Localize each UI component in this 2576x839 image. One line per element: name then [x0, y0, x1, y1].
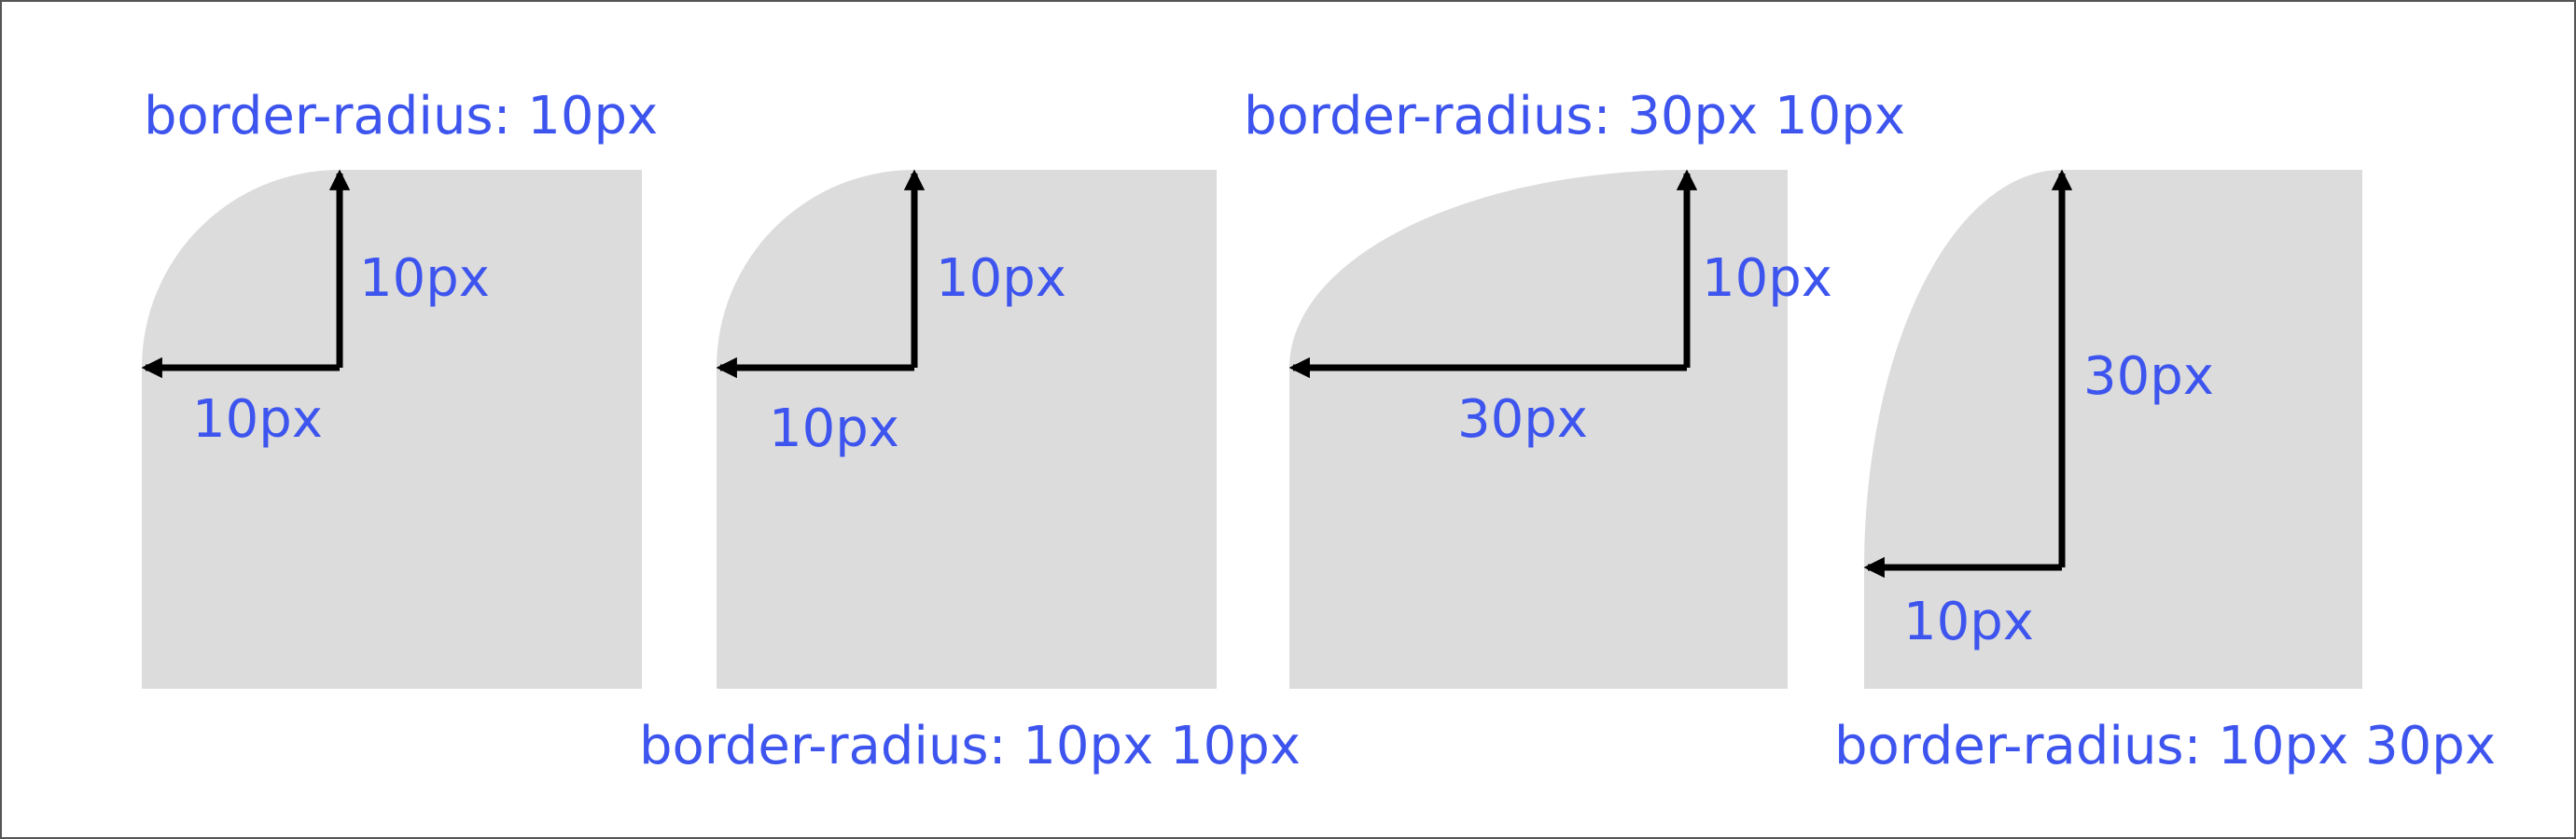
rounded-box-3	[1289, 170, 1788, 689]
caption-1: border-radius: 10px	[144, 86, 658, 147]
horizontal-radius-label-3: 30px	[1457, 389, 1588, 450]
caption-4: border-radius: 10px 30px	[1834, 716, 2496, 776]
vertical-radius-label-3: 10px	[1702, 248, 1832, 309]
caption-3: border-radius: 30px 10px	[1244, 86, 1905, 147]
horizontal-radius-label-4: 10px	[1903, 592, 2034, 652]
rounded-box-4	[1864, 170, 2362, 689]
panel-1: 10px 10px border-radius: 10px	[141, 86, 658, 689]
horizontal-radius-label-2: 10px	[769, 399, 899, 459]
vertical-radius-label-1: 10px	[359, 248, 490, 309]
horizontal-radius-label-1: 10px	[192, 389, 323, 450]
caption-2: border-radius: 10px 10px	[639, 716, 1301, 776]
panel-3: 10px 30px border-radius: 30px 10px	[1244, 86, 1905, 689]
rounded-box-2	[717, 170, 1217, 689]
panel-2: 10px 10px border-radius: 10px 10px	[639, 169, 1301, 776]
vertical-radius-label-4: 30px	[2083, 346, 2214, 407]
rounded-box-1	[142, 170, 642, 689]
panel-4: 30px 10px border-radius: 10px 30px	[1834, 169, 2496, 776]
vertical-radius-label-2: 10px	[936, 248, 1066, 309]
